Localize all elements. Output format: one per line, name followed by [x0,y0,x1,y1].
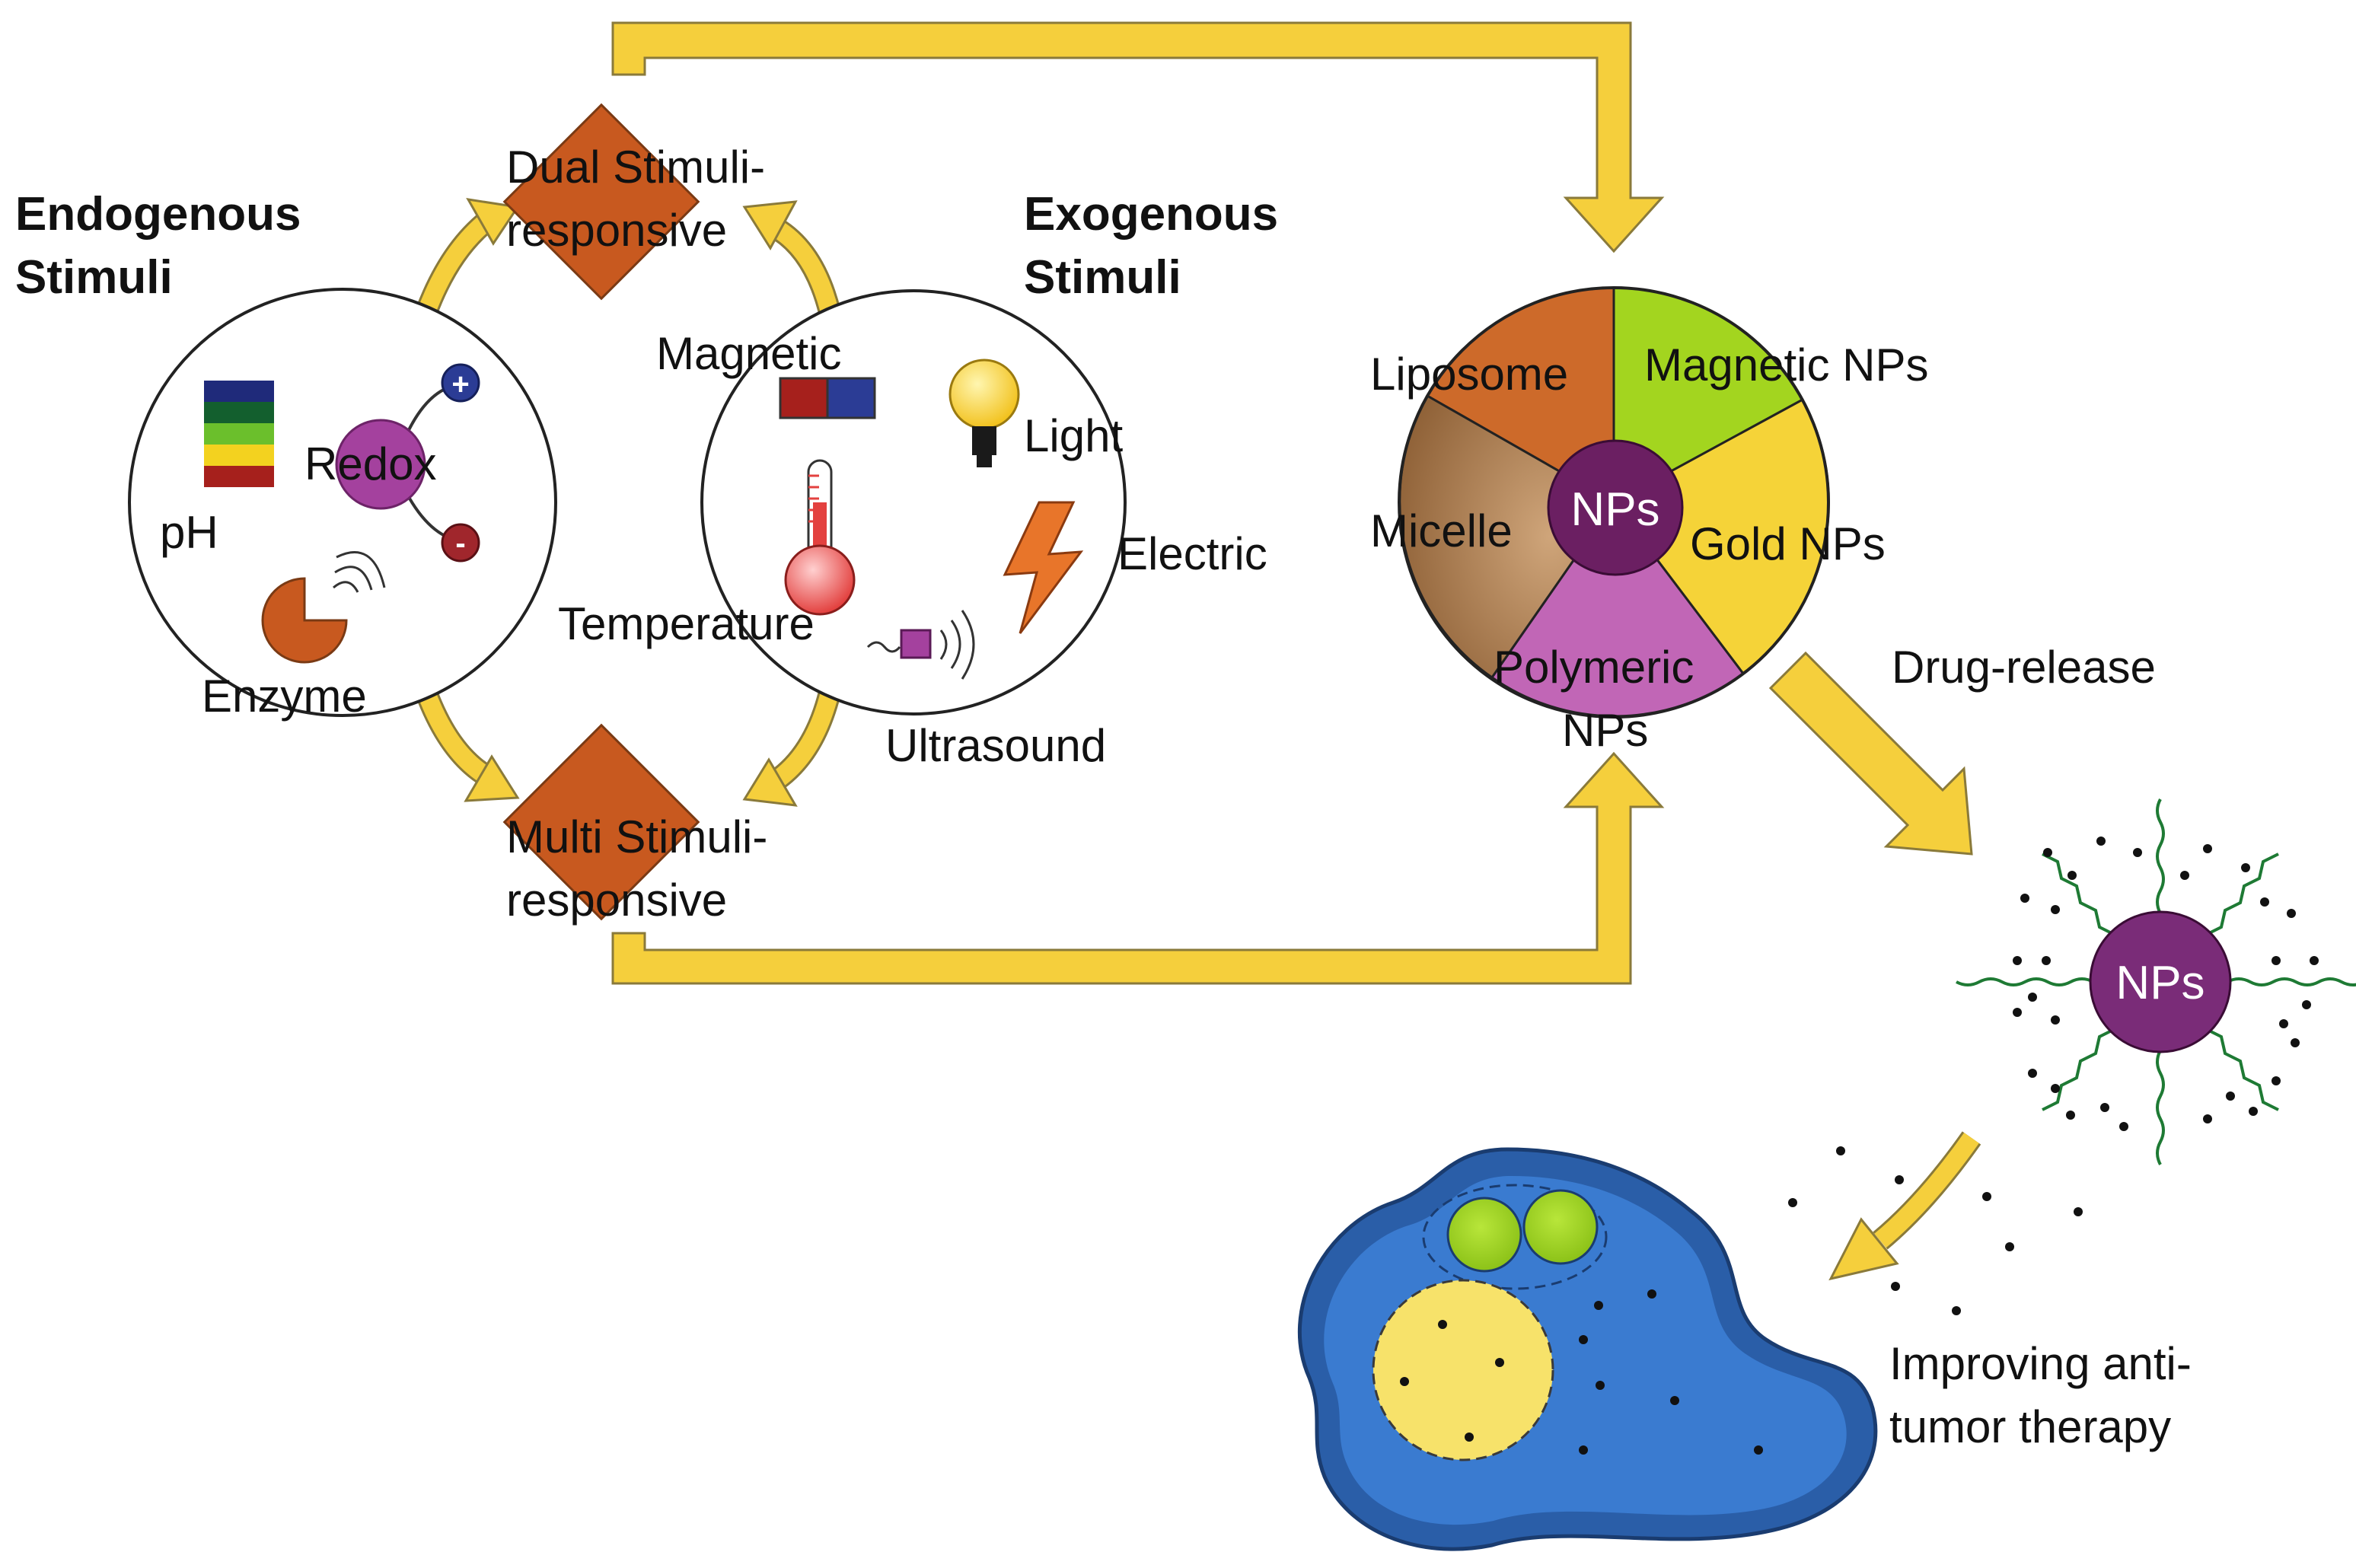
endogenous-title-1: Endogenous [15,188,301,241]
dual-label-1: Dual Stimuli- [506,142,765,193]
outcome-label-2: tumor therapy [1889,1401,2171,1452]
liposome-label: Liposome [1370,349,1568,400]
exo-to-dual-arrow [742,200,841,315]
endo-to-dual-arrow [415,198,520,317]
polymeric-label-2: NPs [1562,705,1648,756]
exogenous-title-2: Stimuli [1024,251,1181,304]
released-np-label: NPs [2115,957,2205,1009]
exo-to-multi-arrow [742,690,841,807]
electric-bolt-icon [1003,501,1084,634]
released-np-cluster [1956,798,2356,1165]
outcome-label-1: Improving anti- [1889,1338,2192,1389]
drug-dots [1788,1146,2083,1315]
ph-scale-icon [204,381,274,487]
micelle-label: Micelle [1370,505,1513,556]
multi-diamond [502,723,700,921]
electric-label: Electric [1117,528,1267,579]
redox-label: Redox [304,438,436,489]
center-np [1547,439,1684,576]
endogenous-circle [128,288,557,717]
gold-nps-label: Gold NPs [1690,518,1886,569]
bottom-flow-arrow [611,751,1665,985]
svg-text:+: + [451,368,469,401]
drug-release-label: Drug-release [1892,642,2156,693]
center-np-label: NPs [1570,483,1659,536]
polymeric-label-1: Polymeric [1494,642,1694,693]
tumor-cell [1297,1147,1878,1551]
dual-label-2: responsive [506,205,727,256]
top-flow-arrow [611,21,1665,253]
light-bulb-icon [948,359,1020,467]
temperature-label: Temperature [558,598,815,649]
endogenous-title-2: Stimuli [15,251,173,304]
ph-label: pH [160,507,218,558]
multi-label-2: responsive [506,875,727,926]
to-cell-arrow [1828,1131,1981,1281]
svg-text:-: - [455,527,465,560]
enzyme-icon [261,550,386,664]
enzyme-label: Enzyme [202,671,367,722]
thermometer-icon [784,459,856,616]
redox-icon: + - [335,363,480,563]
ultrasound-icon [866,610,975,680]
magnet-icon [779,377,876,419]
ultrasound-label: Ultrasound [885,720,1106,771]
nanocarrier-wheel [1398,286,1830,719]
endo-to-multi-arrow [415,688,520,802]
magnetic-label: Magnetic [656,328,841,379]
magnetic-nps-label: Magnetic NPs [1644,339,1928,390]
light-label: Light [1024,410,1123,461]
dual-diamond [502,103,700,301]
multi-label-1: Multi Stimuli- [506,811,767,862]
exogenous-title-1: Exogenous [1024,188,1278,241]
drug-release-arrow [1768,651,1973,856]
